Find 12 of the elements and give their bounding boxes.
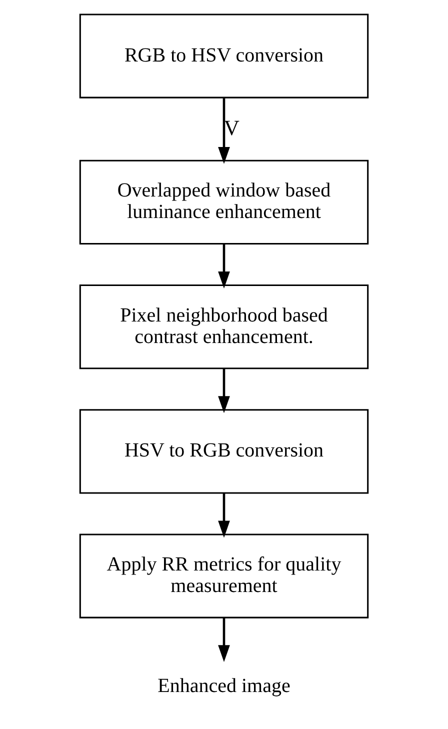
edge-label: V	[224, 116, 240, 140]
node-box: RGB to HSV conversion	[79, 14, 369, 98]
arrow	[218, 98, 230, 164]
arrow	[218, 368, 230, 414]
node-box: HSV to RGB conversion	[79, 409, 369, 494]
arrow	[218, 244, 230, 288]
node-box: Pixel neighborhood based contrast enhancement.	[79, 284, 369, 370]
node-box: Apply RR metrics for quality measurement	[79, 534, 369, 618]
node-text: Enhanced image	[158, 675, 290, 698]
node-box: Overlapped window based luminance enhancement	[79, 160, 369, 244]
arrow	[218, 493, 230, 538]
arrow	[218, 618, 230, 662]
